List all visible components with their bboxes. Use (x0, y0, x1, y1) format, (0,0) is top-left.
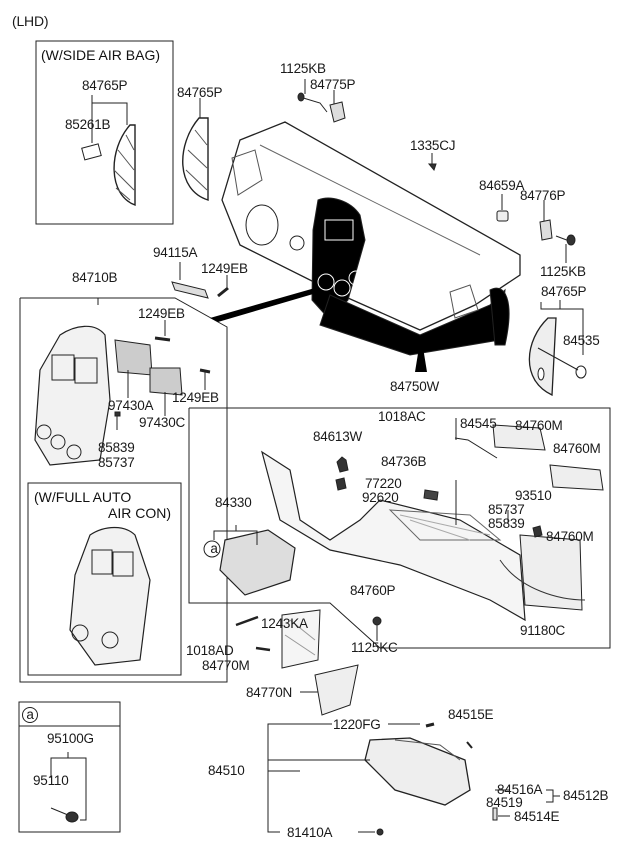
part-label[interactable]: 84775P (310, 77, 356, 92)
side-air-bag-inset-frame (35, 40, 174, 225)
part-label[interactable]: 1125KC (351, 640, 398, 655)
callout-marker-a: a (210, 541, 218, 556)
detail-a-inset-frame (18, 701, 121, 833)
part-label[interactable]: 85737 (98, 455, 135, 470)
part-label[interactable]: 1125KB (280, 61, 326, 76)
part-label[interactable]: 84710B (72, 270, 118, 285)
part-label[interactable]: 84765P (177, 85, 223, 100)
audio-module-84330 (203, 525, 296, 596)
part-label[interactable]: 1220FG (333, 717, 381, 732)
part-label[interactable]: 84515E (448, 707, 494, 722)
lower-panel-group-frame (188, 407, 611, 649)
part-label[interactable]: 84760M (515, 418, 563, 433)
part-label[interactable]: 1018AC (378, 409, 426, 424)
part-label[interactable]: 1335CJ (410, 138, 456, 153)
part-label[interactable]: 81410A (287, 825, 333, 840)
full-auto-fascia-panel (69, 526, 151, 666)
part-label[interactable]: 1125KB (540, 264, 586, 279)
lhd-label: (LHD) (12, 13, 49, 29)
part-label[interactable]: 84512B (563, 788, 609, 803)
vents (114, 320, 211, 430)
full-auto-inset-title-line2: AIR CON) (108, 505, 171, 521)
part-label[interactable]: 84765P (541, 284, 587, 299)
part-label[interactable]: 95110 (33, 773, 69, 788)
part-label[interactable]: 85839 (98, 440, 135, 455)
part-label[interactable]: 84776P (520, 188, 566, 203)
part-label[interactable]: 84765P (82, 78, 128, 93)
part-label[interactable]: 84519 (486, 795, 523, 810)
part-label[interactable]: 95100G (47, 731, 94, 746)
part-label[interactable]: 84770M (202, 658, 250, 673)
part-label[interactable]: 84514E (514, 809, 560, 824)
glove-box-84510 (267, 722, 560, 836)
part-label[interactable]: 84516A (497, 782, 543, 797)
part-label[interactable]: 84330 (215, 495, 252, 510)
part-label[interactable]: 85737 (488, 502, 525, 517)
part-label[interactable]: 77220 (365, 476, 402, 491)
detail-a-marker: a (22, 707, 38, 723)
leader-wedge-lower (415, 335, 427, 372)
hardware-top (297, 79, 587, 396)
part-label[interactable]: 84760M (546, 529, 594, 544)
part-label[interactable]: 84545 (460, 416, 497, 431)
part-label[interactable]: 1249EB (201, 261, 248, 276)
part-label[interactable]: 84613W (313, 429, 363, 444)
part-label[interactable]: 97430C (139, 415, 186, 430)
detail-a-part (50, 752, 87, 823)
part-label[interactable]: 84770N (246, 685, 293, 700)
part-label[interactable]: 92620 (362, 490, 399, 505)
hardware-94115A (171, 262, 229, 299)
part-label[interactable]: 84760M (553, 441, 601, 456)
full-auto-inset-title-line1: (W/FULL AUTO (34, 489, 132, 505)
part-label[interactable]: 1249EB (172, 390, 219, 405)
center-fascia-group-frame (19, 297, 228, 683)
side-trim-panel-inset (81, 95, 136, 207)
part-label[interactable]: 1018AD (186, 643, 234, 658)
part-label[interactable]: 84659A (479, 178, 525, 193)
side-trim-panel-left (182, 98, 209, 201)
crash-pad-assembly (221, 121, 521, 356)
part-label[interactable]: 1249EB (138, 306, 185, 321)
part-label[interactable]: 84736B (381, 454, 427, 469)
side-air-bag-inset-title: (W/SIDE AIR BAG) (41, 47, 161, 63)
part-label[interactable]: 85261B (65, 117, 111, 132)
leader-wedge-fascia (210, 288, 320, 322)
part-label[interactable]: 84535 (563, 333, 600, 348)
part-label[interactable]: 84510 (208, 763, 245, 778)
part-label[interactable]: 93510 (515, 488, 552, 503)
hardware-lower (235, 609, 382, 716)
part-label[interactable]: 91180C (520, 623, 566, 638)
part-label[interactable]: 84760P (350, 583, 396, 598)
part-label[interactable]: 94115A (153, 245, 198, 260)
full-auto-air-con-inset-frame (27, 482, 182, 676)
center-fascia-panel (34, 298, 111, 466)
part-label[interactable]: 84750W (390, 379, 440, 394)
part-label[interactable]: 85839 (488, 516, 525, 531)
part-label[interactable]: 1243KA (261, 616, 308, 631)
part-label[interactable]: 97430A (108, 398, 154, 413)
lower-crash-pad (261, 418, 604, 622)
